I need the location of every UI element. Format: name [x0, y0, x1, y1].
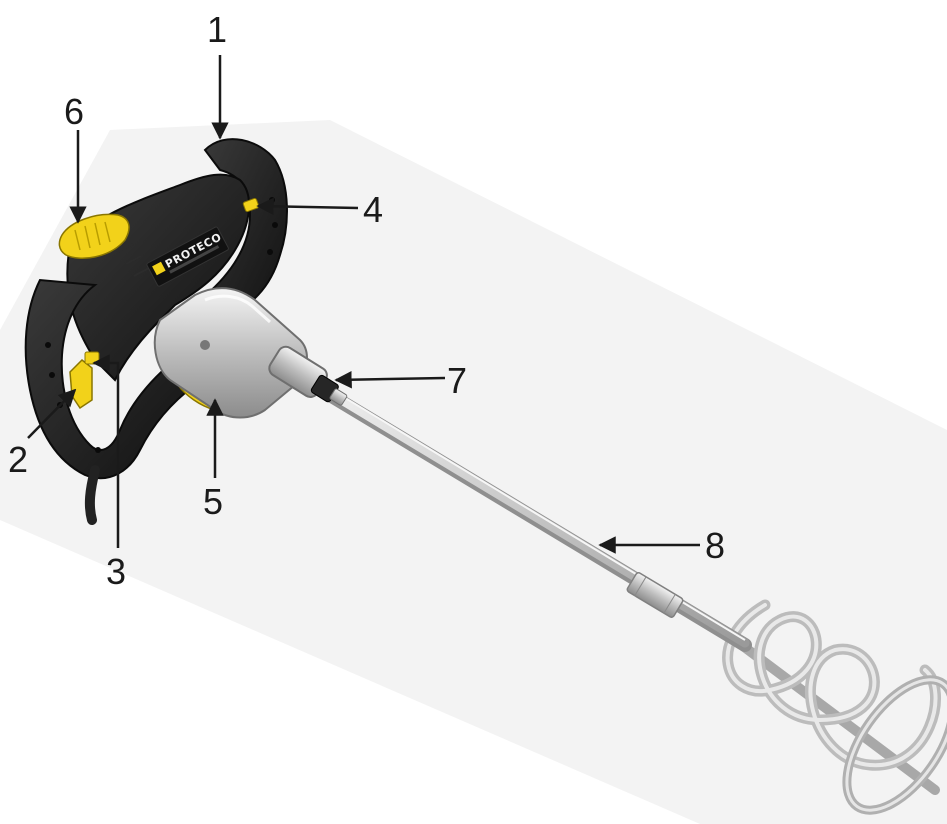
callout-label-6: 6 [64, 91, 84, 132]
callout-arrows [27, 55, 700, 554]
arrow-3 [92, 354, 120, 548]
callout-label-4: 4 [363, 189, 383, 230]
mixing-paddle [722, 599, 947, 815]
callout-label-8: 8 [705, 525, 725, 566]
callout-label-5: 5 [203, 481, 223, 522]
arrow-2 [27, 388, 77, 439]
callout-label-3: 3 [106, 551, 126, 592]
arrow-7 [334, 370, 446, 389]
callout-label-7: 7 [447, 360, 467, 401]
gear-housing [153, 287, 348, 419]
mixing-shaft [323, 388, 752, 652]
callout-labels: 1 2 3 4 5 6 7 8 [8, 9, 725, 592]
arrow-4 [256, 197, 359, 216]
callout-label-2: 2 [8, 439, 28, 480]
callout-label-1: 1 [207, 9, 227, 50]
